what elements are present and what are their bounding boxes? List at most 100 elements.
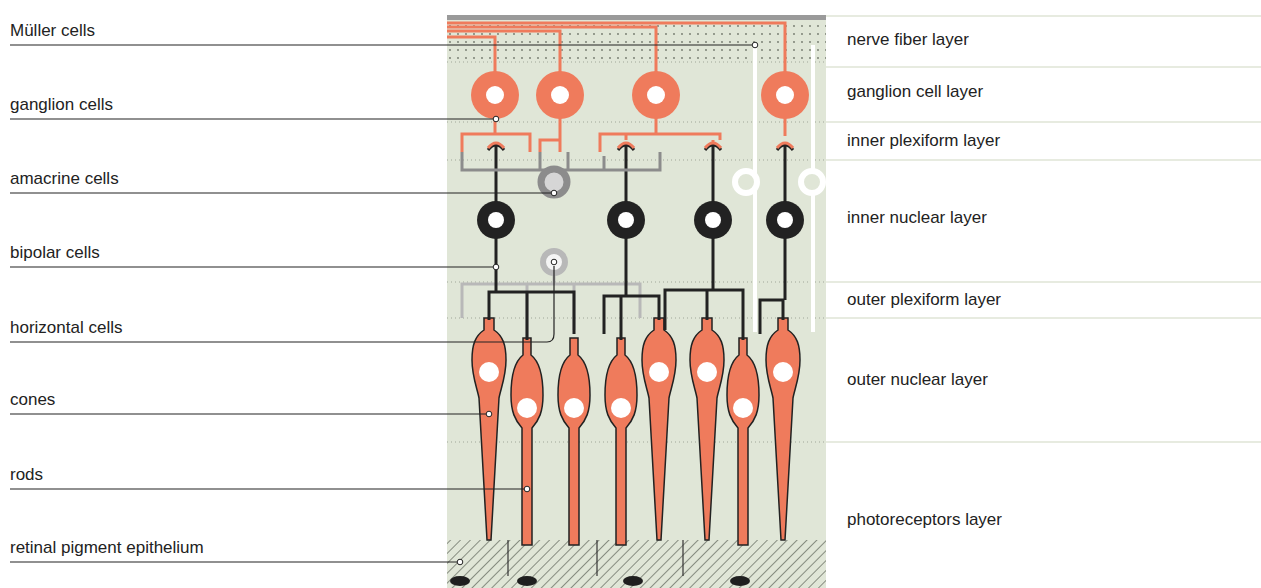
photoreceptors-part bbox=[605, 338, 637, 545]
part-label: horizontal cells bbox=[10, 318, 122, 338]
layer-label: outer plexiform layer bbox=[847, 290, 1001, 310]
pigment-epithelium-part-part bbox=[623, 576, 643, 586]
bipolar-cells-part-part bbox=[760, 238, 785, 334]
retina-panel-part-part bbox=[447, 318, 826, 319]
layer-separators-part bbox=[826, 317, 1261, 319]
bipolar-cells-part-part bbox=[618, 212, 634, 228]
pigment-epithelium-part-part bbox=[596, 540, 597, 576]
leader-dots bbox=[457, 42, 758, 565]
retina-panel-part-part bbox=[447, 62, 826, 63]
bipolar-cells-part bbox=[488, 145, 793, 340]
layer-label: photoreceptors layer bbox=[847, 510, 1002, 530]
ganglion-cells-part-part bbox=[600, 118, 721, 152]
layer-label: outer nuclear layer bbox=[847, 370, 988, 390]
bipolar-cells-part-part bbox=[705, 212, 721, 228]
ganglion-cells-part-part bbox=[647, 86, 665, 104]
retina-panel-part-part bbox=[447, 442, 826, 443]
layer-label: nerve fiber layer bbox=[847, 30, 969, 50]
retina-panel-part-part bbox=[447, 282, 826, 283]
ganglion-cells-part-part bbox=[551, 86, 569, 104]
bipolar-cells-part bbox=[488, 212, 793, 228]
photoreceptors-part bbox=[690, 318, 724, 540]
layer-label: inner plexiform layer bbox=[847, 131, 1000, 151]
leader-lines-part bbox=[10, 488, 524, 489]
photoreceptors-part-part bbox=[773, 362, 793, 382]
photoreceptors-part bbox=[479, 362, 793, 418]
leader-dots-part bbox=[524, 486, 530, 492]
ganglion-cells-part-part bbox=[471, 71, 519, 119]
bipolar-cells-part-part bbox=[488, 212, 504, 228]
part-label: Müller cells bbox=[10, 21, 95, 41]
pigment-epithelium-part bbox=[508, 540, 683, 576]
photoreceptors-part-part bbox=[733, 398, 753, 418]
part-label: rods bbox=[10, 465, 43, 485]
layer-separators-part bbox=[826, 15, 1261, 17]
pigment-epithelium-part-part bbox=[450, 576, 470, 586]
leader-dots-part bbox=[486, 411, 492, 417]
photoreceptors-part bbox=[766, 318, 800, 540]
layer-separators bbox=[826, 16, 1261, 442]
bipolar-cells-part bbox=[477, 201, 804, 239]
bipolar-cells-part-part bbox=[477, 201, 515, 239]
photoreceptors-part bbox=[727, 338, 759, 545]
photoreceptors-part-part bbox=[649, 362, 669, 382]
leader-lines-part bbox=[10, 561, 457, 562]
layer-separators-part bbox=[826, 281, 1261, 283]
ganglion-cells-part-part bbox=[536, 71, 584, 119]
photoreceptors-part-part bbox=[697, 362, 717, 382]
ganglion-cells bbox=[447, 23, 809, 152]
ganglion-cells-part-part bbox=[632, 71, 680, 119]
part-label: bipolar cells bbox=[10, 243, 100, 263]
ganglion-cells-part-part bbox=[761, 71, 809, 119]
ganglion-cells-part bbox=[471, 71, 809, 119]
leader-dots-part bbox=[493, 116, 499, 122]
pigment-epithelium bbox=[447, 540, 826, 588]
ganglion-cells-part-part bbox=[447, 23, 785, 72]
retina-panel-part bbox=[447, 15, 826, 588]
retina-panel-part-part bbox=[447, 160, 826, 161]
ganglion-cells-part-part bbox=[447, 27, 656, 72]
layer-separators-part bbox=[826, 66, 1261, 68]
pigment-epithelium-part-part bbox=[507, 540, 508, 576]
pigment-epithelium-part-part bbox=[682, 540, 683, 576]
leader-dots-part bbox=[752, 42, 758, 48]
photoreceptors-part-part bbox=[479, 362, 499, 382]
bipolar-cells-part-part bbox=[694, 201, 732, 239]
muller-cells bbox=[735, 45, 823, 332]
pigment-epithelium-part bbox=[447, 540, 826, 588]
part-label: amacrine cells bbox=[10, 169, 119, 189]
ganglion-cells-part-part bbox=[540, 118, 560, 152]
bipolar-cells-part-part bbox=[604, 238, 659, 340]
bipolar-cells-part-part bbox=[489, 238, 574, 340]
bipolar-cells-part-part bbox=[766, 201, 804, 239]
leader-lines bbox=[10, 45, 752, 562]
photoreceptors-part bbox=[472, 318, 506, 540]
amacrine-cell bbox=[462, 152, 660, 195]
leader-dots-part bbox=[551, 190, 557, 196]
part-label: retinal pigment epithelium bbox=[10, 538, 204, 558]
bipolar-cells-part-part bbox=[777, 212, 793, 228]
photoreceptors-part-part bbox=[564, 398, 584, 418]
layer-separators-part bbox=[826, 121, 1261, 123]
leader-lines-part bbox=[10, 266, 554, 342]
pigment-epithelium-part-part bbox=[730, 576, 750, 586]
part-label: cones bbox=[10, 390, 55, 410]
photoreceptors-part bbox=[642, 318, 676, 540]
leader-dots-part bbox=[493, 264, 499, 270]
ganglion-cells-part bbox=[486, 86, 794, 104]
ganglion-cells-part-part bbox=[462, 118, 530, 152]
photoreceptors-part-part bbox=[517, 398, 537, 418]
retina-panel-part-part bbox=[447, 122, 826, 123]
layer-separators-part bbox=[826, 159, 1261, 161]
leader-lines-part bbox=[10, 118, 493, 119]
photoreceptors-part bbox=[511, 338, 543, 545]
bipolar-cells-part-part bbox=[607, 201, 645, 239]
ganglion-cells-part-part bbox=[447, 37, 495, 72]
leader-lines-part bbox=[10, 413, 486, 414]
ganglion-cells-part-part bbox=[447, 31, 560, 72]
leader-lines-part bbox=[10, 266, 493, 267]
layer-label: ganglion cell layer bbox=[847, 82, 983, 102]
muller-cells-part bbox=[735, 171, 757, 193]
leader-dots-part bbox=[457, 559, 463, 565]
amacrine-cell-part bbox=[541, 169, 567, 195]
